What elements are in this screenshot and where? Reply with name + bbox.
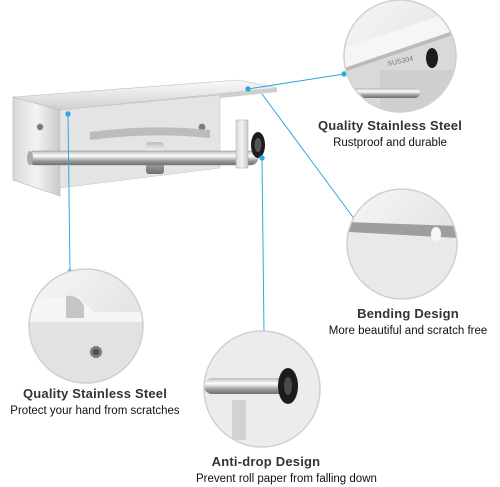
- feature-title: Anti-drop Design: [211, 454, 321, 469]
- feature-subtitle: Rustproof and durable: [333, 137, 447, 149]
- feature-subtitle: More beautiful and scratch free: [328, 325, 488, 337]
- detail-circle-side-panel: [28, 268, 144, 384]
- screw-hole: [36, 123, 44, 131]
- feature-title: Bending Design: [357, 306, 459, 321]
- detail-circle-bending: [346, 188, 458, 300]
- feature-caption-quality-rustproof: Quality Stainless Steel Rustproof and du…: [300, 118, 480, 149]
- detail-circle-shelf: SUS304: [343, 0, 457, 113]
- side-panel: [12, 96, 61, 197]
- feature-subtitle: Protect your hand from scratches: [10, 405, 180, 417]
- leader-lines: [65, 71, 361, 336]
- feature-subtitle: Prevent roll paper from falling down: [196, 473, 377, 485]
- roll-rod: [27, 150, 259, 166]
- feature-caption-bending: Bending Design More beautiful and scratc…: [316, 306, 500, 337]
- toilet-paper-holder: [12, 79, 278, 197]
- feature-caption-anti-drop: Anti-drop Design Prevent roll paper from…: [196, 454, 377, 485]
- detail-circle-end-cap: [203, 330, 321, 448]
- feature-caption-quality-protect: Quality Stainless Steel Protect your han…: [0, 386, 190, 417]
- back-plate: [59, 94, 221, 189]
- screw-hole: [198, 123, 206, 131]
- feature-title: Quality Stainless Steel: [22, 386, 168, 401]
- feature-title: Quality Stainless Steel: [317, 118, 463, 133]
